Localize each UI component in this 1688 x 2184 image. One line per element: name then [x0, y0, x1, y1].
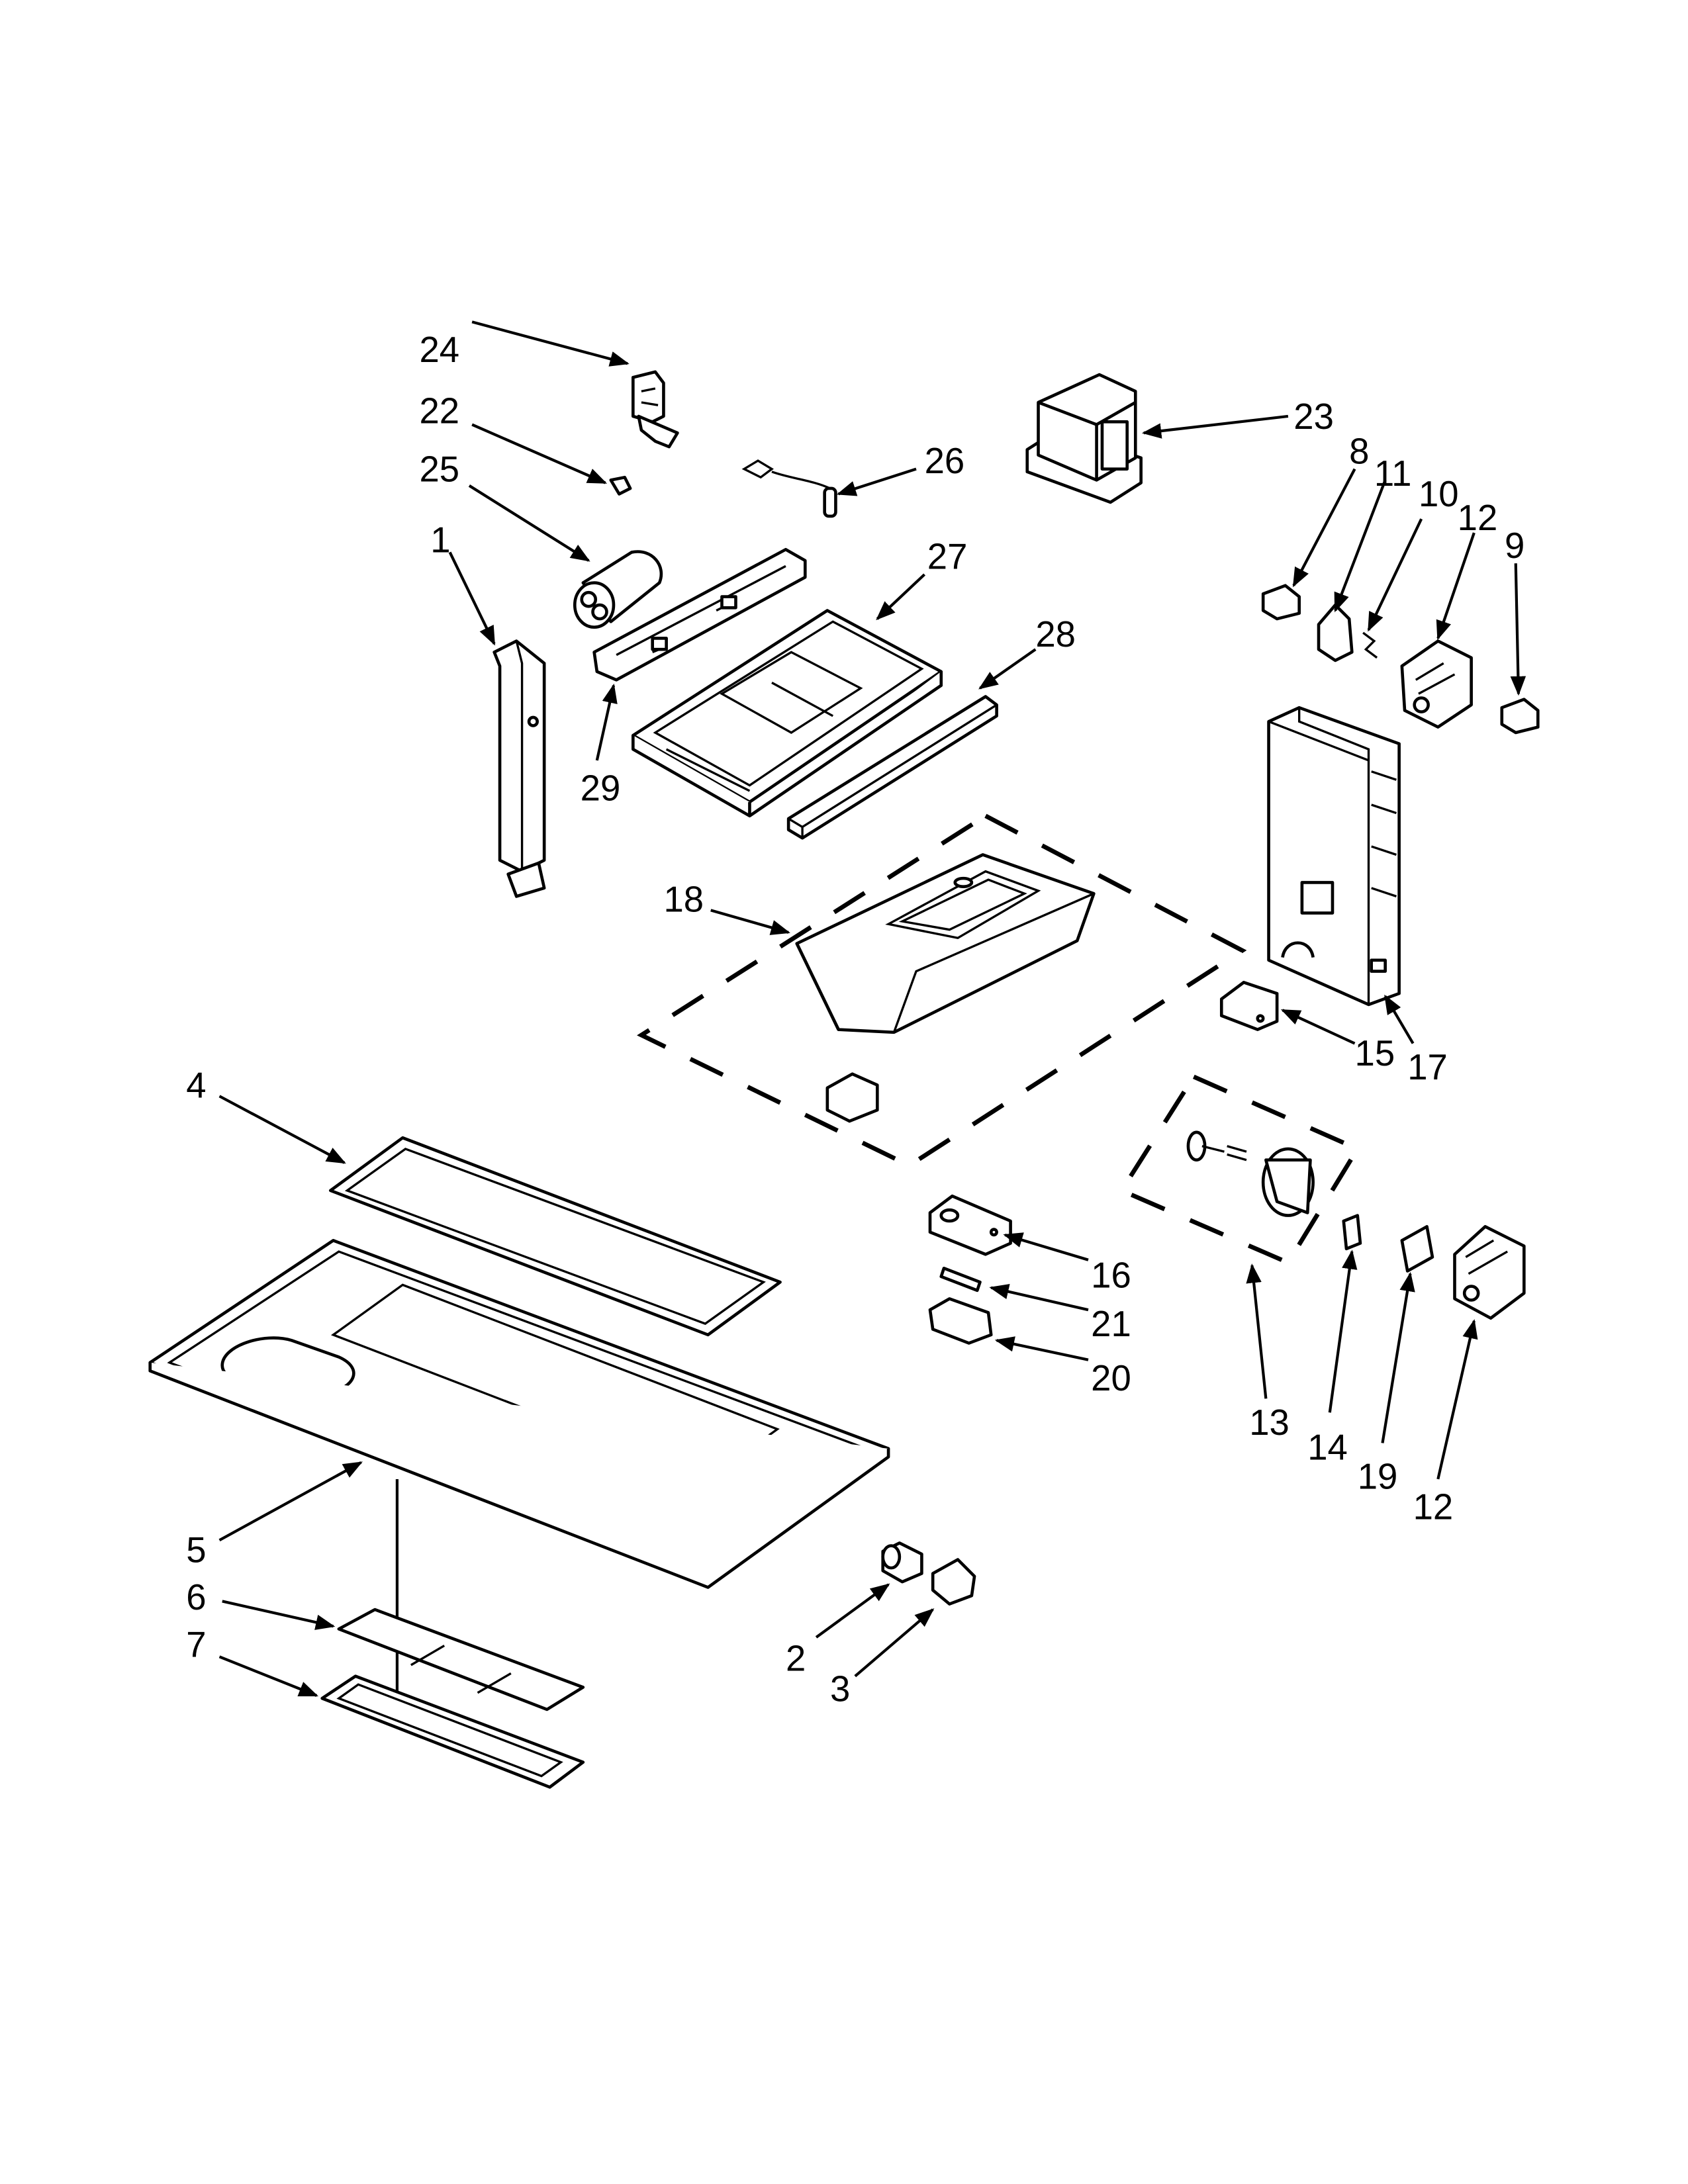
- part-25-capacitor: [573, 550, 663, 629]
- callout-2: 2: [786, 1638, 806, 1678]
- part-6-filter: [337, 1608, 585, 1711]
- part-1-bracket: [492, 639, 546, 898]
- part-2-bulb: [881, 1541, 923, 1584]
- part-24-clip: [632, 370, 679, 449]
- callout-5: 5: [186, 1530, 206, 1570]
- callout-1: 1: [430, 520, 450, 560]
- part-9-switch: [1500, 698, 1540, 735]
- part-21-fuse: [939, 1266, 982, 1293]
- callout-23: 23: [1293, 396, 1334, 437]
- callout-22: 22: [419, 390, 459, 431]
- part-5-panel: [148, 1239, 890, 1589]
- part-7-frame: [320, 1674, 585, 1789]
- callout-4: 4: [186, 1065, 206, 1105]
- part-16-bracket: [928, 1194, 1012, 1256]
- callout-13: 13: [1249, 1402, 1289, 1443]
- part-20-holder: [928, 1297, 993, 1345]
- part-8-switch: [1261, 584, 1301, 621]
- callout-29: 29: [581, 768, 621, 809]
- callout-3: 3: [830, 1668, 850, 1709]
- callout-17: 17: [1407, 1047, 1448, 1087]
- leader-arrows: [218, 320, 1526, 1697]
- callout-6: 6: [186, 1577, 206, 1617]
- part-10-spring: [1362, 631, 1378, 659]
- part-3-socket: [931, 1558, 976, 1606]
- part-19-switch: [1400, 1225, 1434, 1273]
- callout-12-top: 12: [1458, 498, 1498, 538]
- part-4-window: [328, 1136, 782, 1337]
- callout-16: 16: [1091, 1255, 1131, 1296]
- part-18-tray: [795, 853, 1096, 1034]
- callout-11: 11: [1374, 453, 1412, 494]
- part-13-motor: [1186, 1130, 1315, 1217]
- callout-labels: 24 22 25 1 26 27 28 29 23 8 11 10 12 9 1…: [186, 330, 1524, 1709]
- callout-19: 19: [1358, 1457, 1398, 1497]
- callout-12-bottom: 12: [1413, 1487, 1454, 1527]
- dashed-group-18: [637, 813, 1247, 1168]
- callout-9: 9: [1505, 525, 1524, 566]
- part-29-bracket: [592, 547, 807, 682]
- part-15-box: [1219, 981, 1279, 1031]
- dashed-group-13: [1118, 1073, 1361, 1266]
- callout-27: 27: [927, 537, 968, 577]
- part-12-switch-top: [1400, 639, 1473, 729]
- callout-20: 20: [1091, 1358, 1131, 1398]
- part-11-actuator: [1317, 603, 1354, 662]
- callout-21: 21: [1091, 1304, 1131, 1344]
- callout-7: 7: [186, 1624, 206, 1664]
- callout-14: 14: [1307, 1428, 1348, 1468]
- part-28-strip: [786, 695, 998, 840]
- callout-8: 8: [1349, 431, 1369, 471]
- part-14-fuse: [1342, 1214, 1362, 1251]
- callout-24: 24: [419, 330, 459, 370]
- part-27-plate: [632, 609, 943, 818]
- part-23-transformer: [1025, 373, 1143, 504]
- callout-15: 15: [1355, 1033, 1395, 1073]
- part-12-switch-bottom: [1453, 1225, 1526, 1320]
- part-22-clip: [609, 475, 632, 496]
- part-26-wire: [741, 459, 837, 518]
- part-17-duct: [1267, 705, 1401, 1007]
- part-18-bracket: [825, 1072, 879, 1123]
- callout-10: 10: [1419, 474, 1459, 514]
- callout-26: 26: [925, 441, 965, 481]
- callout-18: 18: [663, 879, 704, 919]
- callout-28: 28: [1035, 614, 1076, 655]
- callout-25: 25: [419, 449, 459, 490]
